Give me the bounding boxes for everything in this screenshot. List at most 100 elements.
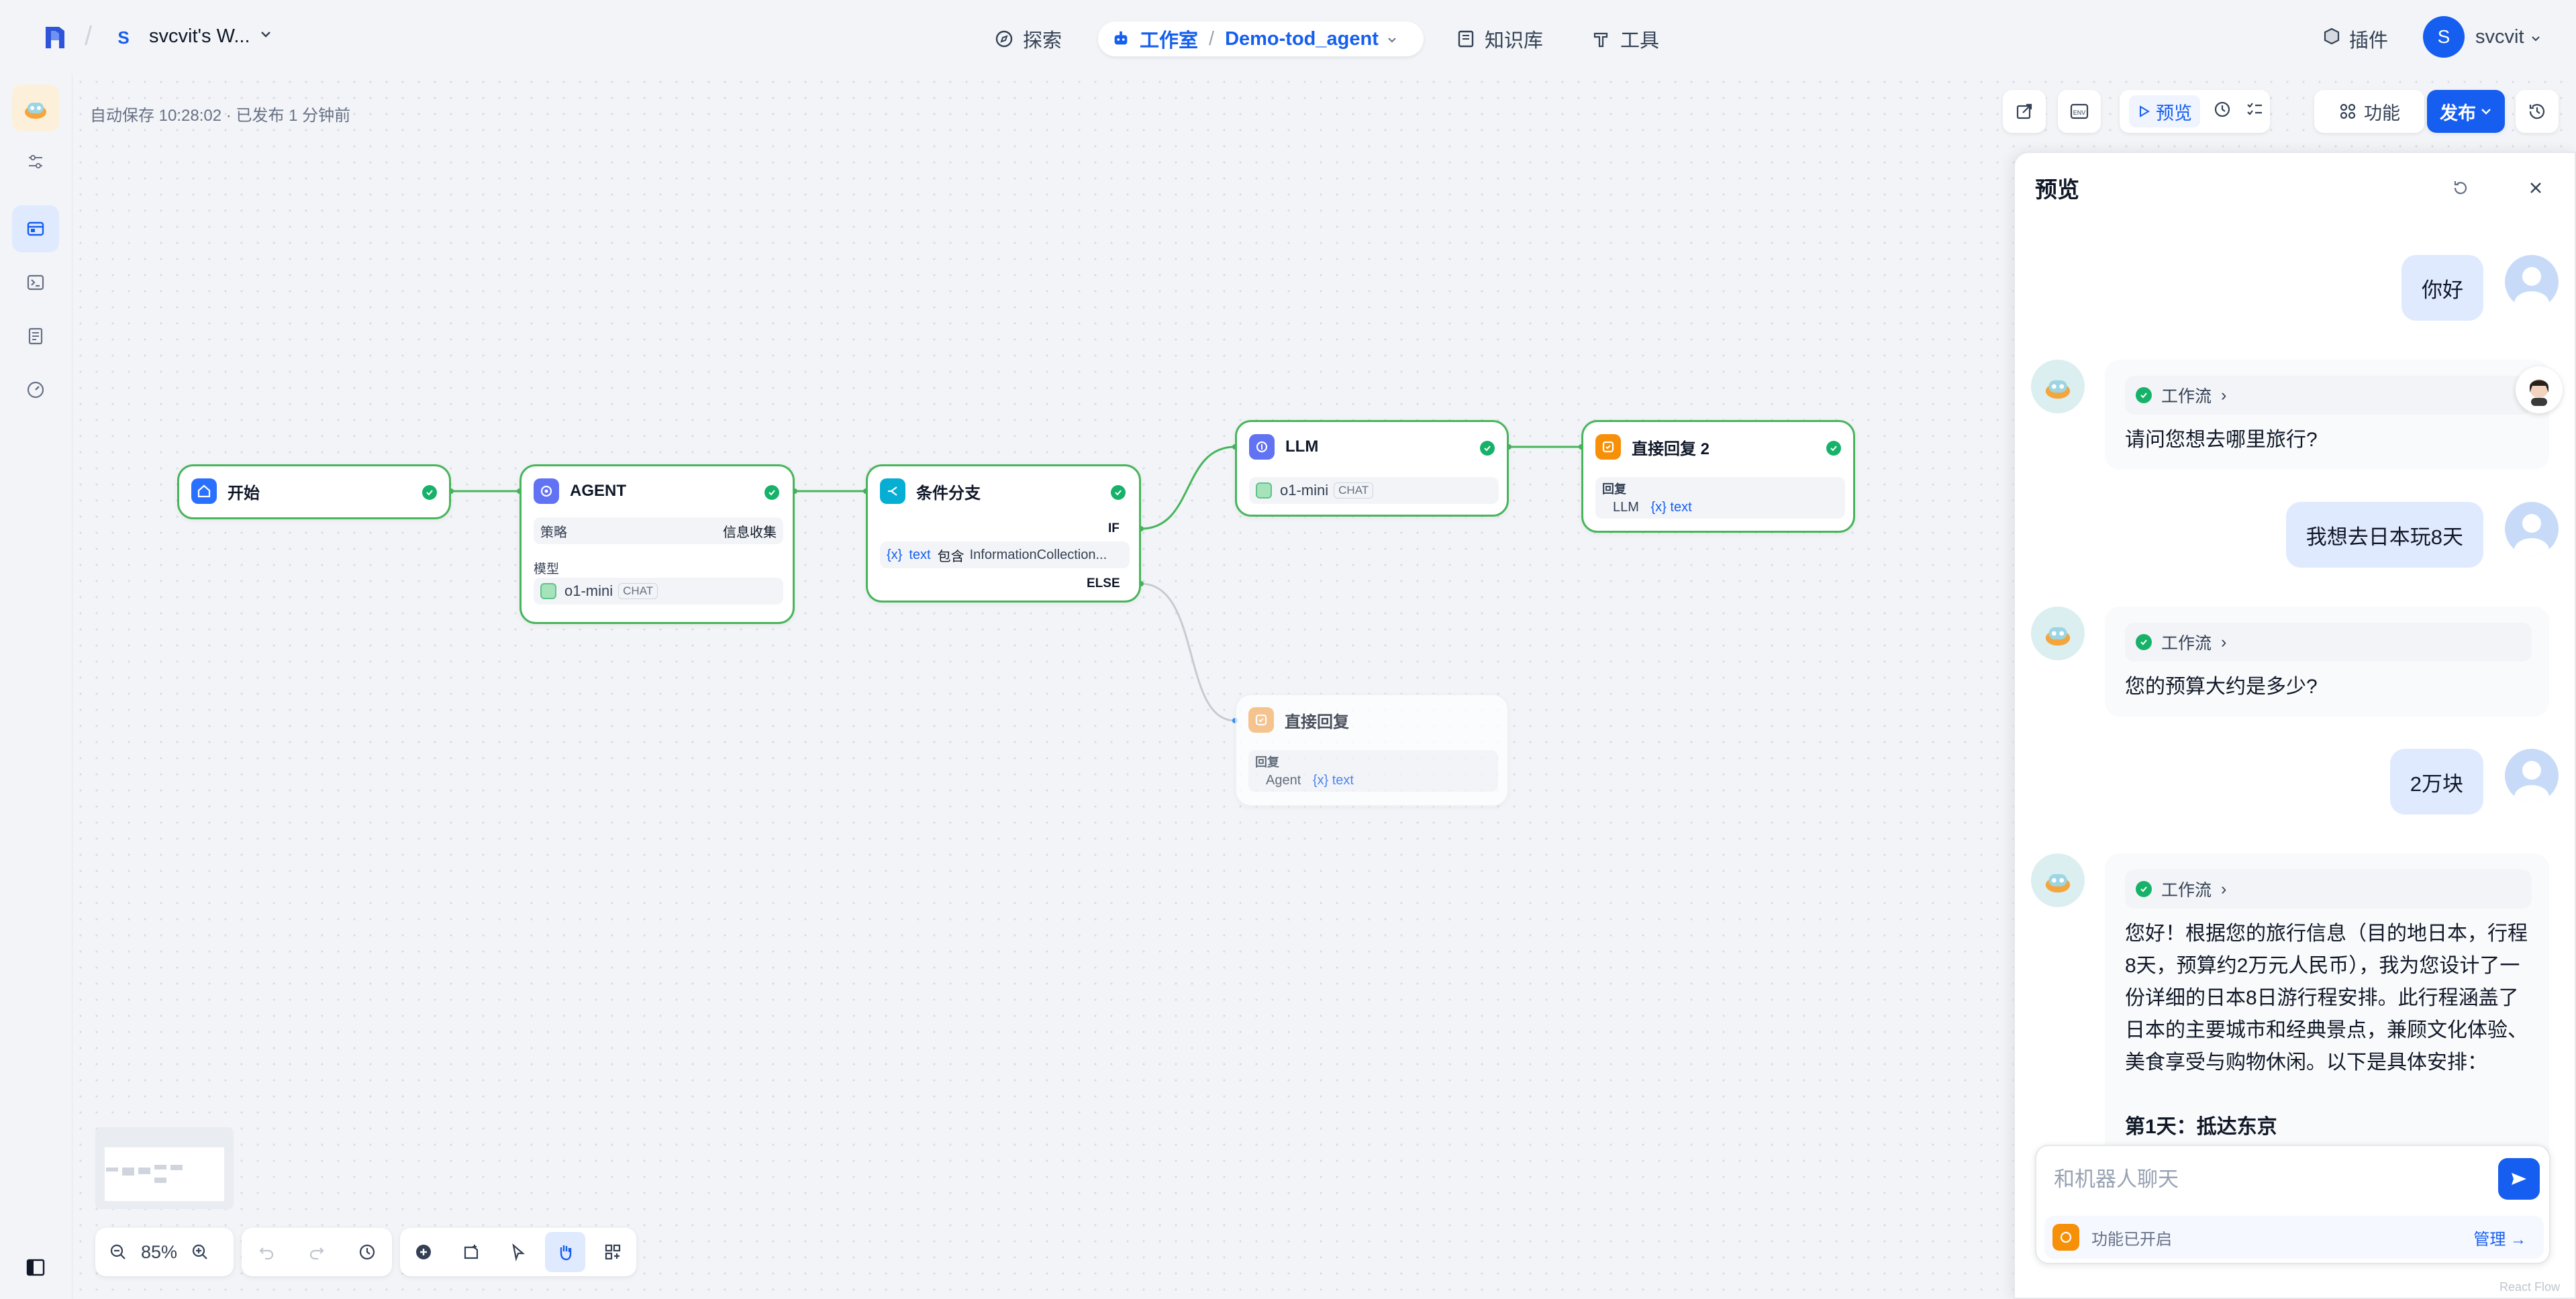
home-icon bbox=[191, 478, 217, 504]
reply-row: 回复 LLM {x} text bbox=[1595, 477, 1845, 519]
node-title: 开始 bbox=[228, 484, 260, 503]
app-logo-icon[interactable] bbox=[42, 24, 68, 51]
pointer-icon[interactable] bbox=[498, 1232, 538, 1272]
preview-button[interactable]: 预览 bbox=[2129, 95, 2200, 127]
preview-panel: 预览 你好 工作流› 请问您想去哪里旅行? 我想去日本玩8天 工作流› 您的预算… bbox=[2014, 152, 2576, 1299]
export-icon[interactable] bbox=[2003, 90, 2046, 133]
llm-model-row: o1-mini CHAT bbox=[1249, 477, 1499, 504]
app-icon[interactable] bbox=[12, 85, 59, 132]
settings-sliders-icon[interactable] bbox=[12, 138, 59, 185]
node-answer[interactable]: 直接回复 回复 Agent {x} text bbox=[1235, 694, 1509, 807]
user-menu[interactable]: S svcvit bbox=[2423, 16, 2540, 58]
preview-title: 预览 bbox=[2035, 177, 2079, 202]
else-label: ELSE bbox=[1087, 576, 1120, 590]
logs-icon[interactable] bbox=[12, 313, 59, 360]
node-start[interactable]: 开始 bbox=[177, 464, 451, 519]
chevron-down-icon[interactable] bbox=[259, 27, 273, 46]
zoom-out-icon[interactable] bbox=[105, 1232, 132, 1272]
user-message: 你好 bbox=[2401, 255, 2483, 321]
cube-icon bbox=[2322, 27, 2341, 51]
workflow-chip[interactable]: 工作流› bbox=[2125, 376, 2532, 415]
reply-row: 回复 Agent {x} text bbox=[1248, 750, 1498, 792]
model-tag: CHAT bbox=[1334, 482, 1374, 499]
history-controls bbox=[242, 1228, 392, 1276]
run-history-icon[interactable] bbox=[2212, 99, 2232, 124]
app-name[interactable]: Demo-tod_agent bbox=[1225, 28, 1379, 50]
workflow-chip[interactable]: 工作流› bbox=[2125, 623, 2532, 662]
nav-studio-label: 工作室 bbox=[1140, 30, 1199, 52]
left-rail bbox=[0, 74, 72, 1299]
add-node-icon[interactable] bbox=[403, 1232, 444, 1272]
terminal-icon[interactable] bbox=[12, 259, 59, 306]
features-icon bbox=[2340, 103, 2356, 119]
hand-icon[interactable] bbox=[545, 1232, 586, 1272]
user-message: 我想去日本玩8天 bbox=[2285, 502, 2483, 568]
strategy-value: 信息收集 bbox=[723, 525, 777, 540]
orchestrate-icon[interactable] bbox=[12, 205, 59, 252]
check-icon bbox=[2136, 387, 2152, 403]
if-label: IF bbox=[1108, 521, 1120, 535]
assistant-avatar[interactable] bbox=[2516, 366, 2563, 413]
plugins-link[interactable]: 插件 bbox=[2322, 21, 2388, 56]
check-icon bbox=[1111, 485, 1126, 500]
check-icon bbox=[1480, 441, 1495, 456]
agent-icon bbox=[534, 478, 559, 504]
restart-icon[interactable] bbox=[2450, 177, 2471, 202]
react-flow-attribution[interactable]: React Flow bbox=[2499, 1280, 2561, 1294]
publish-button[interactable]: 发布 bbox=[2427, 90, 2505, 133]
bot-message-text: 第1天：抵达东京 bbox=[2125, 1116, 2277, 1138]
robot-icon bbox=[1111, 30, 1130, 48]
checklist-icon[interactable] bbox=[2244, 99, 2265, 124]
undo-icon[interactable] bbox=[246, 1232, 287, 1272]
send-icon bbox=[2512, 1173, 2526, 1185]
llm-icon bbox=[1249, 434, 1275, 460]
edge-ifelse-answer bbox=[1140, 582, 1236, 722]
layout-icon[interactable] bbox=[593, 1232, 633, 1272]
sidebar-toggle-icon[interactable] bbox=[12, 1244, 59, 1291]
workspace-name[interactable]: svcvit's W... bbox=[149, 25, 250, 47]
manage-link[interactable]: 管理 → bbox=[2473, 1230, 2526, 1249]
bot-message-text: 您好！根据您的旅行信息（目的地日本，行程8天，预算约2万元人民币），我为您设计了… bbox=[2125, 923, 2528, 1074]
reply-variable: LLM {x} text bbox=[1602, 500, 1838, 515]
history-icon[interactable] bbox=[347, 1232, 387, 1272]
close-icon[interactable] bbox=[2526, 178, 2545, 201]
check-icon bbox=[764, 485, 779, 500]
variable-icon: {x} bbox=[887, 547, 903, 562]
condition-row: {x} text 包含 InformationCollection... bbox=[880, 541, 1130, 568]
model-icon bbox=[540, 583, 556, 599]
bot-message: 工作流› 您的预算大约是多少? bbox=[2105, 607, 2549, 717]
nav-explore[interactable]: 探索 bbox=[995, 21, 1062, 56]
features-button[interactable]: 功能 bbox=[2314, 90, 2424, 133]
env-icon[interactable]: ENV bbox=[2058, 90, 2101, 133]
version-history-icon[interactable] bbox=[2516, 90, 2559, 133]
chevron-down-icon bbox=[2531, 26, 2540, 48]
features-status: 功能已开启 bbox=[2091, 1230, 2172, 1249]
send-button[interactable] bbox=[2498, 1158, 2540, 1200]
book-icon bbox=[1456, 30, 1475, 48]
zoom-in-icon[interactable] bbox=[187, 1232, 213, 1272]
node-answer-2[interactable]: 直接回复 2 回复 LLM {x} text bbox=[1581, 420, 1855, 533]
chevron-right-icon: › bbox=[2221, 879, 2227, 898]
redo-icon[interactable] bbox=[297, 1232, 337, 1272]
chevron-down-icon[interactable] bbox=[1387, 28, 1397, 50]
reply-var: {x} text bbox=[1650, 500, 1692, 515]
node-ifelse[interactable]: 条件分支 IF {x} text 包含 InformationCollectio… bbox=[866, 464, 1141, 603]
workspace-badge[interactable]: S bbox=[117, 27, 130, 48]
nav-knowledge[interactable]: 知识库 bbox=[1456, 21, 1543, 56]
bot-avatar bbox=[2031, 607, 2085, 660]
monitor-gauge-icon[interactable] bbox=[12, 366, 59, 413]
branch-icon bbox=[880, 478, 905, 504]
nav-studio[interactable]: 工作室 / Demo-tod_agent bbox=[1098, 21, 1424, 56]
node-llm[interactable]: LLM o1-mini CHAT bbox=[1235, 420, 1509, 517]
workflow-chip[interactable]: 工作流› bbox=[2125, 870, 2532, 908]
node-header: 直接回复 2 bbox=[1595, 434, 1710, 460]
zoom-level[interactable]: 85% bbox=[141, 1241, 178, 1262]
add-note-icon[interactable] bbox=[451, 1232, 491, 1272]
chat-input[interactable]: 和机器人聊天 bbox=[2054, 1167, 2179, 1191]
svg-text:ENV: ENV bbox=[2073, 109, 2086, 116]
breadcrumb-separator: / bbox=[85, 21, 93, 51]
node-agent[interactable]: AGENT 策略 信息收集 模型 o1-mini CHAT bbox=[519, 464, 795, 624]
minimap[interactable] bbox=[95, 1127, 234, 1209]
nav-tools[interactable]: 工具 bbox=[1592, 21, 1659, 56]
bot-avatar bbox=[2031, 360, 2085, 413]
